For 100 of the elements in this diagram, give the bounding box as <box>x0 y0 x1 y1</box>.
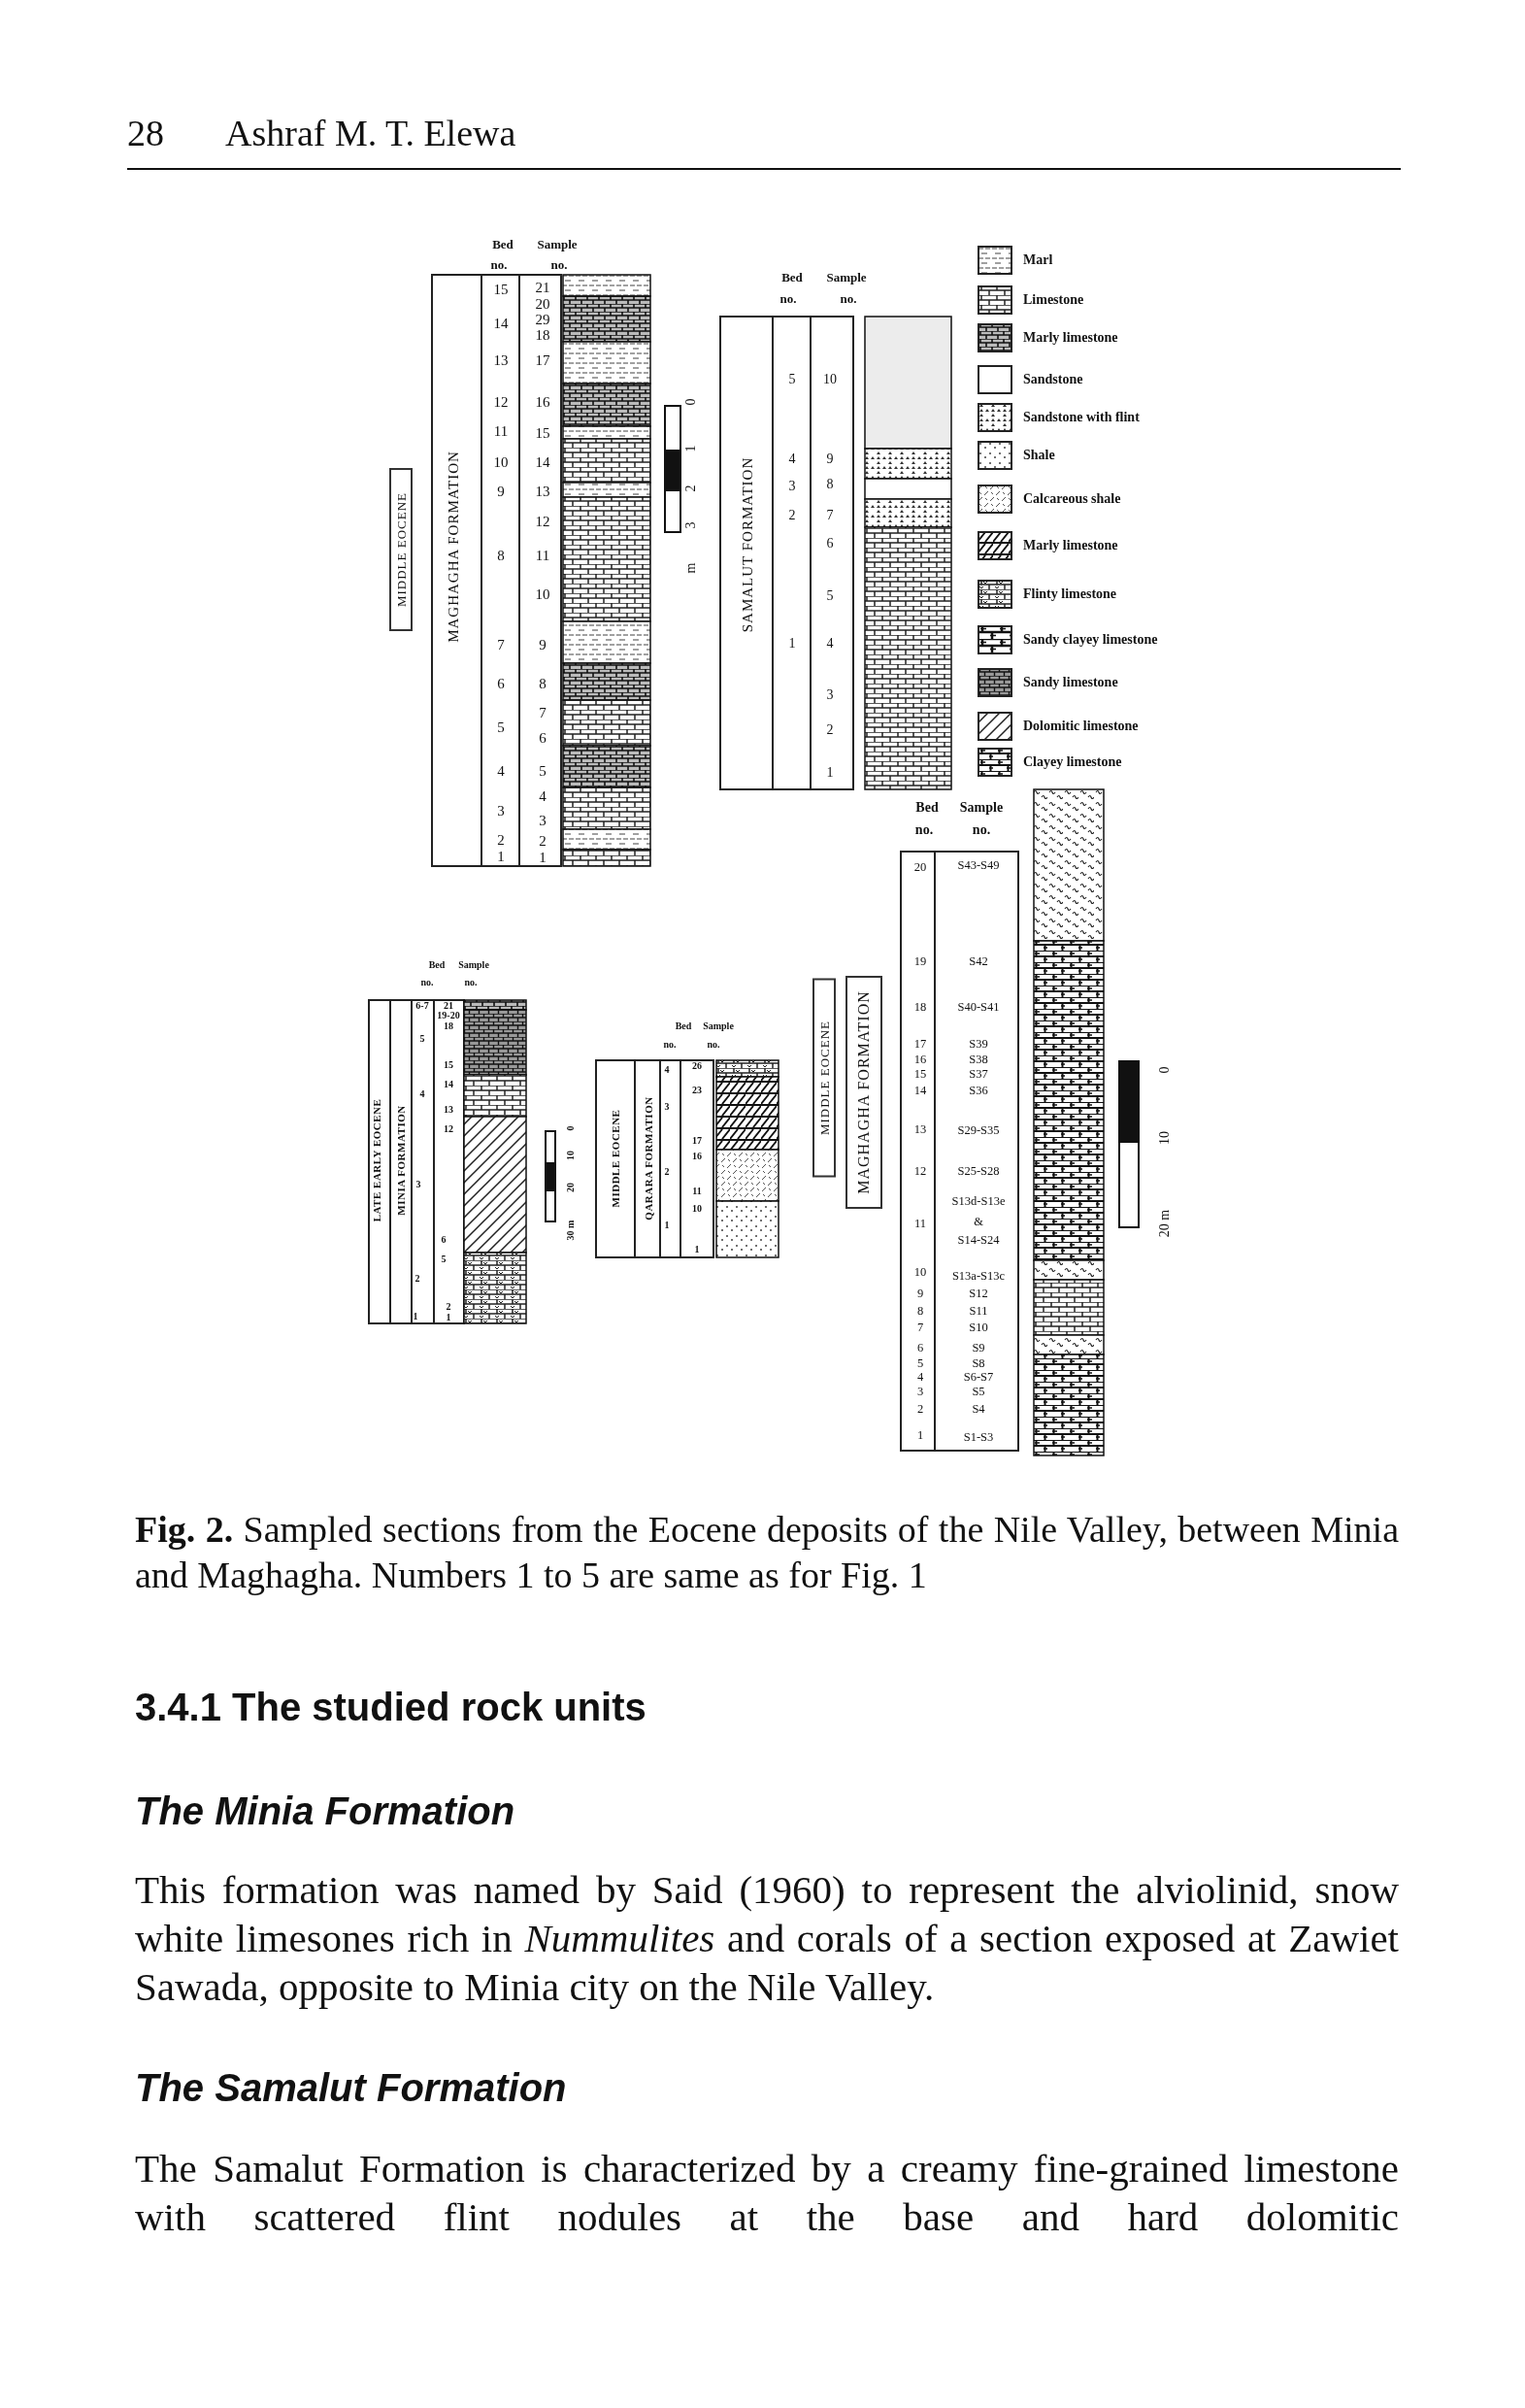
bed-sample-number: 2 <box>664 1167 670 1177</box>
bed-sample-number: S11 <box>969 1304 988 1318</box>
bed-sample-number: 6-7 <box>415 1001 429 1011</box>
formation-label: LATE EARLY EOCENE <box>371 1098 382 1222</box>
bed-sample-number: 14 <box>493 316 509 331</box>
bed-sample-number: 3 <box>415 1180 421 1189</box>
bed-sample-number: 13 <box>444 1105 453 1115</box>
bed-sample-number: 12 <box>444 1124 453 1134</box>
bed-sample-number: S12 <box>969 1287 988 1300</box>
bed-sample-number: 8 <box>539 676 547 691</box>
bed-sample-number: S43-S49 <box>957 858 1000 872</box>
column-header: Sample <box>458 960 489 970</box>
bed-sample-number: 4 <box>419 1089 425 1099</box>
bed-sample-number: 26 <box>692 1061 702 1071</box>
legend-label: Calcareous shale <box>1023 492 1121 506</box>
bed-sample-number: S39 <box>969 1037 988 1051</box>
body-paragraph: The Samalut Formation is characterized by a creamy fine-grained limestone with scattered flint nodules at the base and hard dolomitic <box>135 2145 1399 2241</box>
bed-sample-number: 1 <box>539 850 547 865</box>
framed-epoch-label: MIDDLE EOCENE <box>812 978 836 1178</box>
bed-sample-number: 20 <box>913 860 927 874</box>
bed-sample-number: S38 <box>969 1053 988 1066</box>
bed-sample-number: 17 <box>692 1136 702 1146</box>
bed-sample-number: S1-S3 <box>963 1430 994 1444</box>
bed-sample-number: S9 <box>972 1341 985 1354</box>
bed-sample-number: 4 <box>916 1370 924 1384</box>
bed-sample-number: 5 <box>539 763 547 779</box>
bed-sample-number: 1 <box>826 766 834 780</box>
bed-sample-number: 4 <box>826 637 834 651</box>
framed-formation-label: MAGHAGHA FORMATION <box>845 976 882 1209</box>
legend-label: Shale <box>1023 449 1055 462</box>
bed-sample-number: S40-S41 <box>957 1000 1000 1014</box>
figure-caption: Fig. 2. Sampled sections from the Eocene deposits of the Nile Valley, between Minia and Maghagha. Numbers 1 to 5 are same as for Fig. 1 <box>135 1508 1399 1597</box>
subsection-heading: The Minia Formation <box>135 1791 515 1830</box>
column-header: Bed <box>492 237 514 251</box>
bed-sample-number: 5 <box>441 1254 447 1264</box>
bed-sample-number: 1 <box>694 1245 700 1254</box>
bed-sample-number: 18 <box>444 1021 453 1031</box>
legend-label: Dolomitic limestone <box>1023 719 1139 733</box>
bed-sample-number: 10 <box>913 1265 927 1279</box>
column-header: Sample <box>959 801 1004 815</box>
bed-sample-number: 2 <box>788 509 796 522</box>
bed-sample-number: 6 <box>916 1341 924 1354</box>
bed-sample-number: 8 <box>497 548 505 563</box>
column-header: no. <box>914 823 934 837</box>
bed-sample-number: 11 <box>914 1217 926 1230</box>
bed-sample-number: S14-S24 <box>957 1233 1000 1247</box>
column-header: no. <box>779 291 797 305</box>
page-number: 28 <box>127 115 164 151</box>
bed-sample-number: 8 <box>826 478 834 491</box>
bed-sample-number: 6 <box>539 730 547 746</box>
bed-sample-number: 16 <box>535 394 550 410</box>
bed-sample-number: 19 <box>913 954 927 968</box>
bed-sample-number: 16 <box>913 1053 927 1066</box>
bed-sample-number: 21 <box>535 280 550 295</box>
bed-sample-number: 3 <box>788 480 796 493</box>
column-header: Bed <box>675 1021 692 1031</box>
bed-sample-number: 15 <box>535 425 550 441</box>
bed-sample-number: S37 <box>969 1067 988 1081</box>
scale-label: 0 <box>566 1125 576 1131</box>
bed-sample-number: 6 <box>441 1235 447 1245</box>
bed-sample-number: 3 <box>826 688 834 702</box>
column-header: no. <box>420 978 434 987</box>
legend-label: Marly limestone <box>1023 331 1118 345</box>
bed-sample-number: 10 <box>823 373 837 386</box>
bed-sample-number: 9 <box>539 637 547 652</box>
bed-sample-number: 14 <box>913 1084 927 1097</box>
bed-sample-number: 18 <box>535 327 550 343</box>
bed-sample-number: 2 <box>826 723 834 737</box>
bed-sample-number: 20 <box>535 296 550 312</box>
scale-label: 10 <box>1158 1131 1172 1145</box>
bed-sample-number: 11 <box>692 1187 702 1196</box>
bed-sample-number: 10 <box>535 586 550 602</box>
bed-sample-number: 5 <box>497 719 505 735</box>
bed-sample-number: S13a-S13c <box>951 1269 1006 1283</box>
scale-label: 1 <box>684 445 698 452</box>
bed-sample-number: 7 <box>826 509 834 522</box>
bed-sample-number: 15 <box>444 1060 453 1070</box>
bed-sample-number: 21 <box>444 1001 453 1011</box>
bed-sample-number: 7 <box>497 637 505 652</box>
bed-sample-number: 4 <box>539 788 547 804</box>
scale-label: 10 <box>566 1151 576 1160</box>
bed-sample-number: 9 <box>826 452 834 466</box>
bed-sample-number: 13 <box>535 484 550 499</box>
bed-sample-number: 12 <box>913 1164 927 1178</box>
column-header: no. <box>550 257 568 271</box>
column-header: no. <box>972 823 991 837</box>
legend-label: Sandy clayey limestone <box>1023 633 1158 647</box>
bed-sample-number: 29 <box>535 312 550 327</box>
bed-sample-number: S6-S7 <box>963 1370 994 1384</box>
column-header: no. <box>840 291 857 305</box>
legend-label: Flinty limestone <box>1023 587 1117 601</box>
bed-sample-number: 1 <box>664 1221 670 1230</box>
scale-label: 0 <box>1158 1066 1172 1074</box>
bed-sample-number: 11 <box>535 548 550 563</box>
bed-sample-number: S4 <box>972 1402 985 1416</box>
bed-sample-number: 7 <box>916 1321 924 1334</box>
column-header: no. <box>464 978 478 987</box>
bed-sample-number: 1 <box>497 849 505 864</box>
column-header: no. <box>490 257 508 271</box>
bed-sample-number: 9 <box>497 484 505 499</box>
